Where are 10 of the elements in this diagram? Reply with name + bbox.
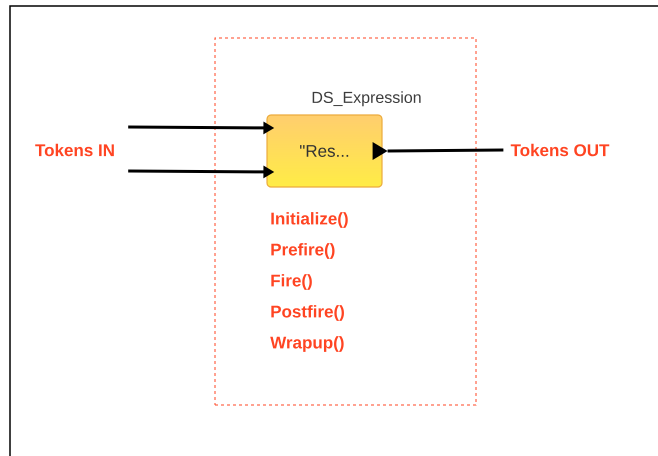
method-name: Prefire() [271, 243, 335, 259]
method-name: Initialize() [271, 212, 348, 228]
actor-name: DS_Expression [312, 91, 421, 106]
method-name: Wrapup() [270, 336, 344, 352]
actor-box: "Res... [266, 114, 388, 188]
dashed-box [214, 38, 476, 406]
token-label: Tokens IN [35, 144, 114, 156]
token-label: Tokens OUT [510, 144, 610, 156]
method-name: Postfire() [271, 305, 344, 321]
method-name: Fire() [271, 274, 312, 290]
